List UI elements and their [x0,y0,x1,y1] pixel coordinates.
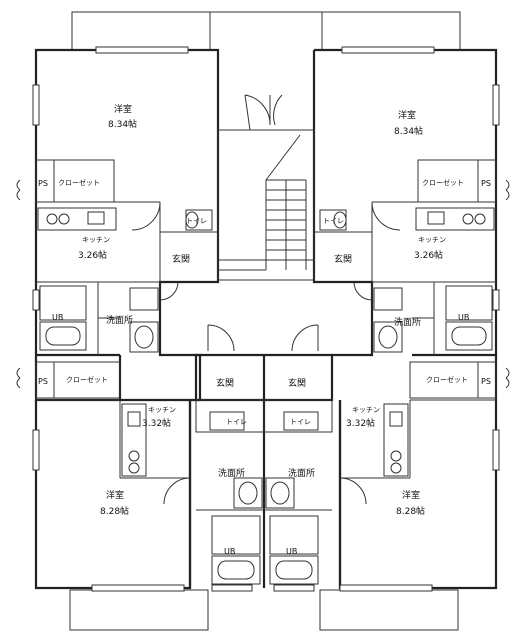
toilet-se [283,411,319,431]
ub-label-sw: UB [224,547,235,556]
washroom-label-ne: 洗面所 [394,316,421,328]
toilet-sw [209,411,245,431]
kitchen-counter-sw [121,403,147,477]
room-size-nw: 8.34帖 [108,118,137,130]
unit-se [263,361,497,585]
bathtub-sw [211,555,261,585]
kitchen-counter-se [383,403,409,477]
closet-label-ne: クローゼット [422,178,464,187]
room-size-sw: 8.28帖 [100,505,129,517]
kitchen-label-ne: キッチン [418,236,446,244]
toilet-label-sw: トイレ [226,418,247,426]
unit-sw [35,361,265,585]
kitchen-size-se: 3.32帖 [346,417,375,429]
kitchen-label-nw: キッチン [82,236,110,244]
bathtub-ne [445,321,493,351]
entrance-label-se: 玄関 [288,377,306,389]
toilet-label-se: トイレ [290,418,311,426]
ps-label-sw: PS [38,377,48,386]
stair-core [217,129,315,281]
washroom-label-sw: 洗面所 [218,467,245,479]
balcony-se [319,589,459,631]
toilet-label-ne: トイレ [323,217,344,225]
ub-label-ne: UB [458,313,469,322]
room-size-ne: 8.34帖 [394,125,423,137]
entrance-label-nw: 玄関 [172,253,190,265]
room-label-sw: 洋室 [106,489,124,501]
kitchen-size-nw: 3.26帖 [78,249,107,261]
ps-label-se: PS [481,377,491,386]
ps-label-ne: PS [481,179,491,188]
ub-label-nw: UB [52,313,63,322]
closet-label-sw: クローゼット [66,375,108,384]
staircase [218,134,314,271]
closet-label-se: クローゼット [426,375,468,384]
entrance-label-ne: 玄関 [334,253,352,265]
ps-label-nw: PS [38,179,48,188]
balcony-ne [321,11,461,51]
ub-label-se: UB [286,547,297,556]
bathtub-se [269,555,319,585]
entrance-label-sw: 玄関 [216,377,234,389]
room-size-se: 8.28帖 [396,505,425,517]
toilet-label-nw: トイレ [186,217,207,225]
unit-ne [314,159,497,355]
room-label-nw: 洋室 [114,103,132,115]
kitchen-size-sw: 3.32帖 [142,417,171,429]
room-label-se: 洋室 [402,489,420,501]
washroom-label-nw: 洗面所 [106,314,133,326]
room-label-ne: 洋室 [398,109,416,121]
washroom-label-se: 洗面所 [288,467,315,479]
unit-nw [35,159,218,355]
kitchen-size-ne: 3.26帖 [414,249,443,261]
bathtub-nw [39,321,87,351]
kitchen-label-sw: キッチン [148,406,176,414]
balcony-sw [69,589,209,631]
balcony-nw [71,11,211,51]
closet-label-nw: クローゼット [58,178,100,187]
kitchen-label-se: キッチン [352,406,380,414]
